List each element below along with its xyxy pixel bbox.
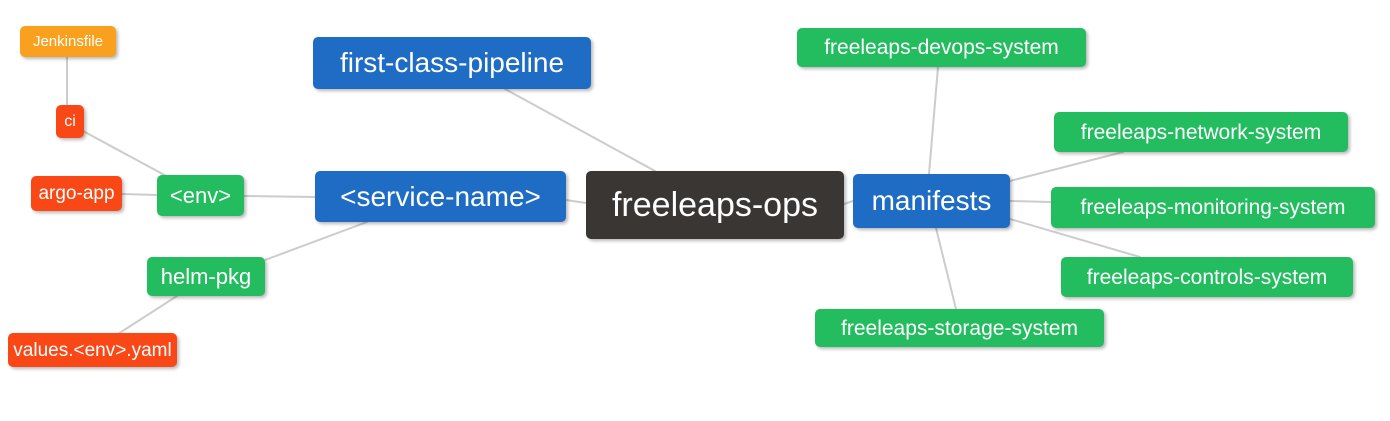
edge-manifests-network (1009, 151, 1124, 182)
edge-manifests-storage (935, 227, 957, 310)
edge-service-name-freeleaps-ops (565, 199, 587, 204)
node-service-name[interactable]: <service-name> (315, 171, 566, 222)
edge-ci-env (82, 130, 171, 179)
node-jenkinsfile[interactable]: Jenkinsfile (20, 26, 116, 57)
node-env[interactable]: <env> (157, 175, 244, 216)
edge-env-service-name (243, 195, 316, 198)
edge-helm-pkg-service-name (264, 221, 368, 261)
node-ci[interactable]: ci (56, 105, 84, 138)
edge-pipeline-freeleaps-ops (504, 88, 656, 172)
node-first-class-pipeline[interactable]: first-class-pipeline (313, 37, 591, 89)
edge-values-helm-pkg (117, 295, 178, 335)
node-freeleaps-controls-system[interactable]: freeleaps-controls-system (1061, 257, 1353, 297)
node-freeleaps-network-system[interactable]: freeleaps-network-system (1054, 112, 1348, 152)
node-freeleaps-devops-system[interactable]: freeleaps-devops-system (797, 28, 1086, 67)
node-freeleaps-storage-system[interactable]: freeleaps-storage-system (815, 309, 1104, 347)
node-helm-pkg[interactable]: helm-pkg (147, 257, 265, 296)
edge-manifests-controls (1009, 218, 1141, 258)
node-argo-app[interactable]: argo-app (31, 176, 122, 211)
node-values-env-yaml[interactable]: values.<env>.yaml (8, 333, 177, 367)
node-freeleaps-ops[interactable]: freeleaps-ops (586, 171, 844, 239)
node-manifests[interactable]: manifests (853, 174, 1010, 228)
edge-freeleaps-ops-manifests (843, 200, 854, 205)
node-freeleaps-monitoring-system[interactable]: freeleaps-monitoring-system (1051, 187, 1375, 228)
edge-manifests-monitoring (1009, 200, 1052, 203)
edge-argo-app-env (121, 193, 158, 196)
edge-manifests-devops (928, 66, 939, 175)
